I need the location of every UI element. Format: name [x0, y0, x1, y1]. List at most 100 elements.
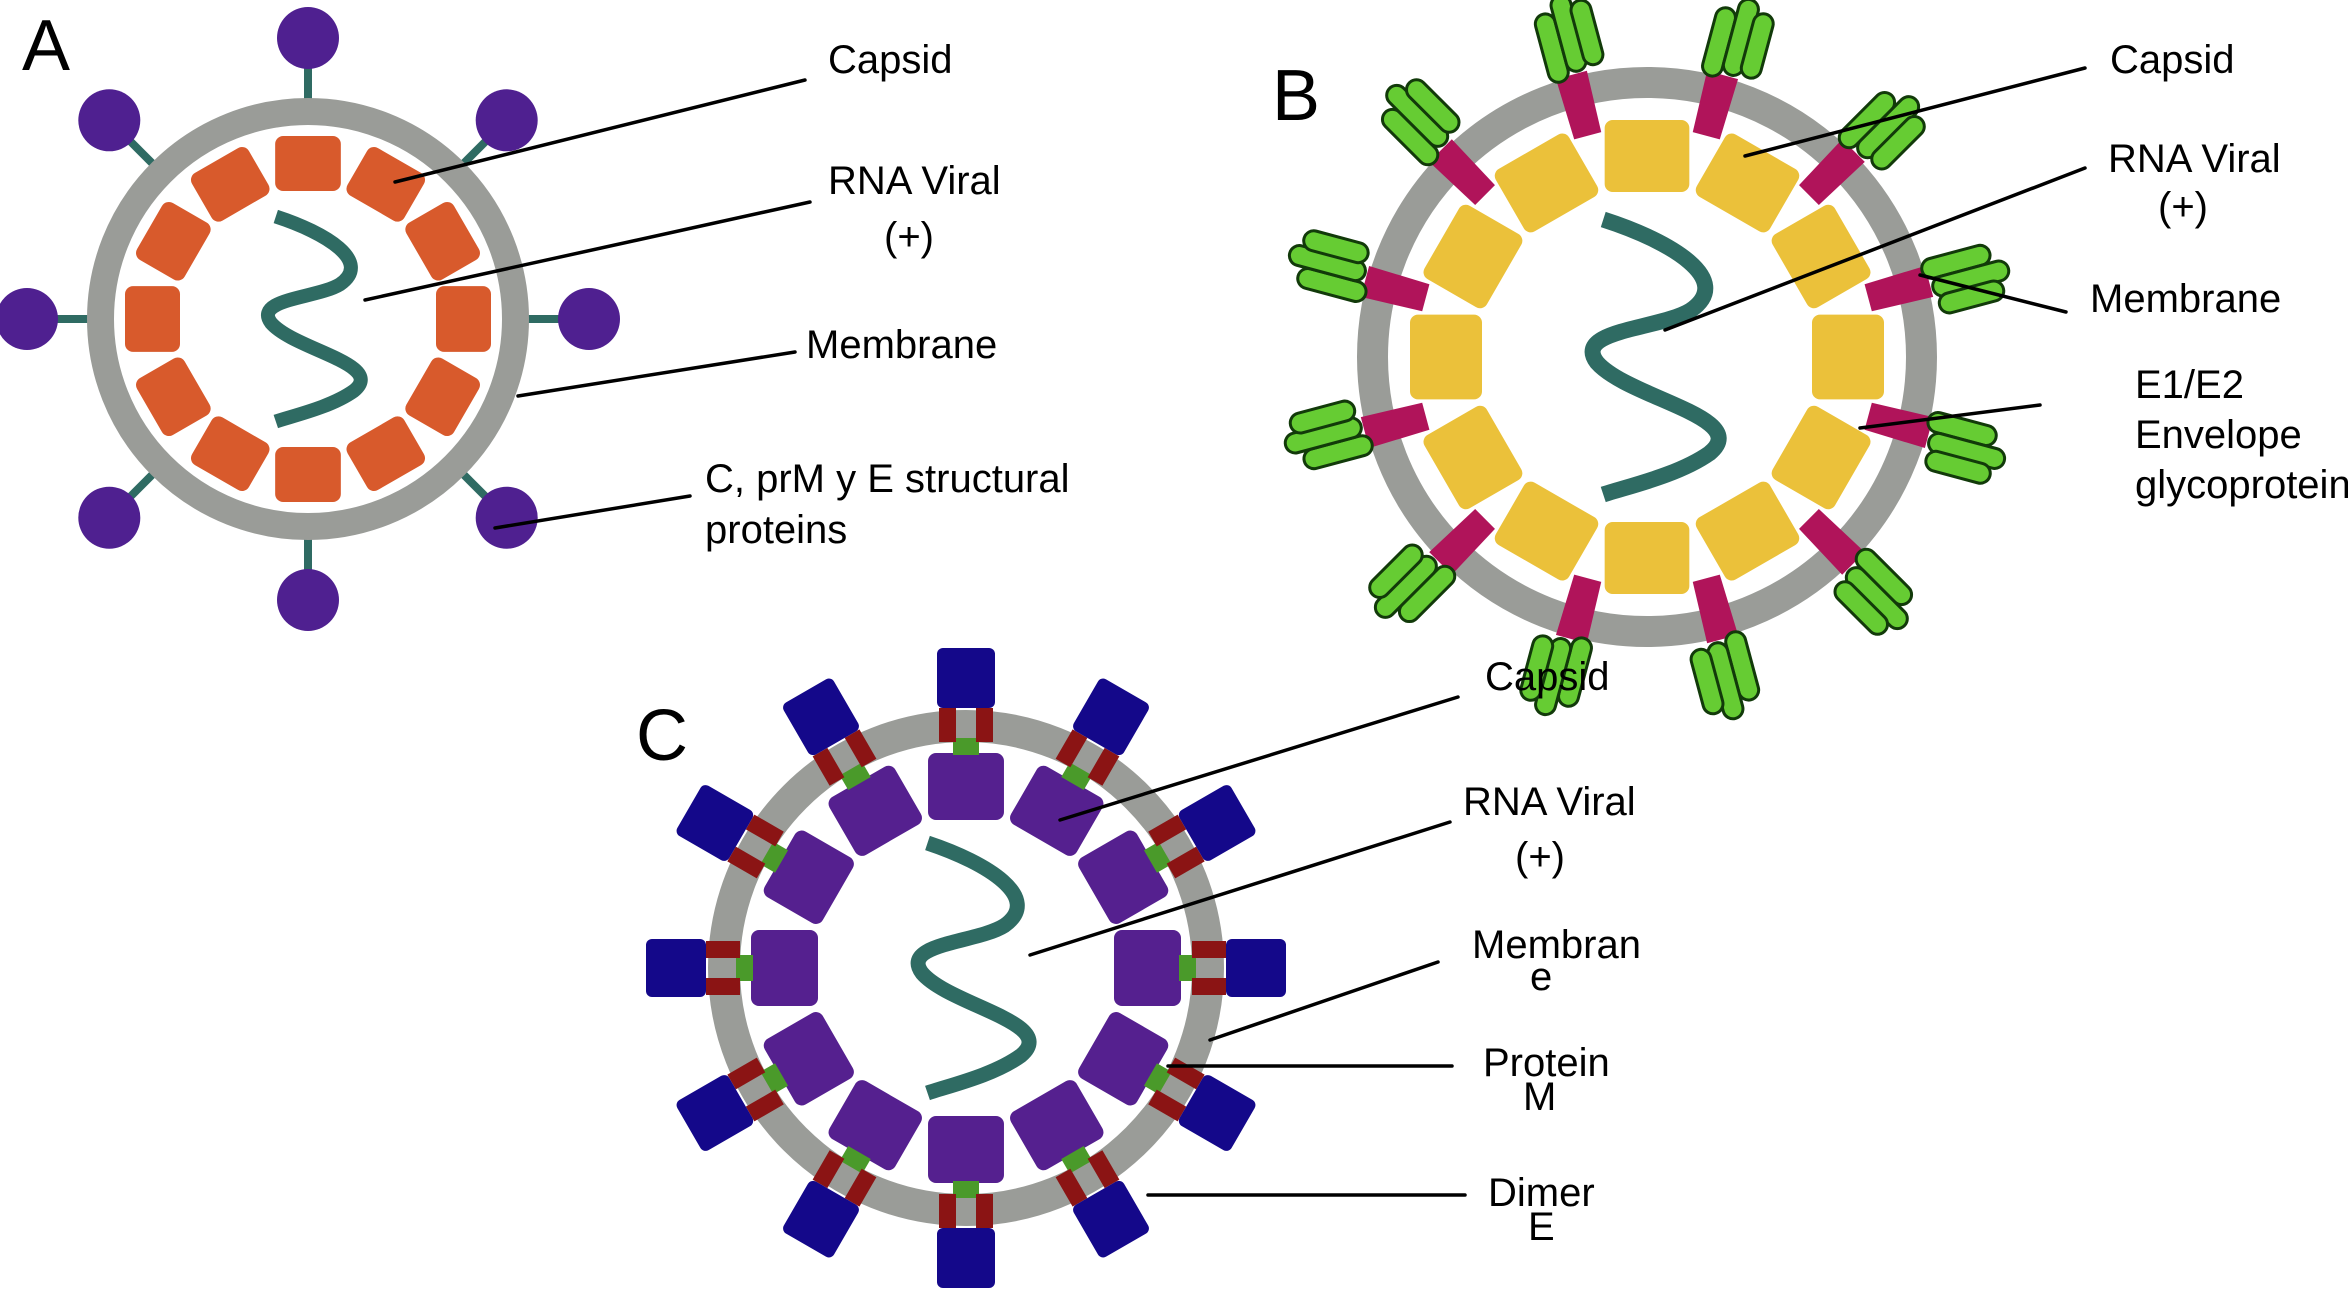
capsid-subunit	[1078, 830, 1169, 924]
e-dimer-unit	[1179, 939, 1286, 997]
protein-stem	[304, 538, 312, 580]
label-rna-c: RNA Viral	[1463, 780, 1636, 824]
glycoprotein-base	[1360, 402, 1430, 449]
protein-knob	[475, 486, 538, 549]
protein-m	[812, 1150, 845, 1189]
e1-e2-glycoprotein	[1519, 574, 1602, 717]
linker	[953, 738, 979, 755]
capsid-subunit	[190, 147, 270, 222]
capsid-subunit	[1410, 314, 1482, 400]
capsid-subunit	[125, 286, 180, 352]
protein-stem	[304, 58, 312, 100]
glycoprotein-capsule	[1833, 580, 1890, 636]
capsid-subunit	[1010, 765, 1104, 856]
callout-protein-m-c: Protein M	[1166, 1041, 1610, 1119]
protein-m	[939, 708, 956, 742]
e-dimer-block	[783, 678, 859, 756]
surface-protein	[78, 89, 156, 167]
label-rna-sign-c: (+)	[1515, 835, 1565, 879]
glycoprotein-capsule	[1519, 634, 1555, 702]
membrane	[708, 710, 1224, 1226]
capsid-subunit	[1423, 204, 1523, 309]
panel-letter-b: B	[1272, 56, 1320, 136]
surface-protein	[78, 471, 156, 549]
label-membrane-c: Membran	[1472, 923, 1641, 967]
glycoprotein-base	[1799, 509, 1865, 575]
callout-capsid-a: Capsid	[393, 38, 953, 184]
protein-m	[1192, 941, 1226, 958]
protein-knob	[475, 89, 538, 152]
capsid-subunit	[136, 201, 211, 281]
e-dimer-block	[1073, 678, 1149, 756]
callout-membrane-b: Membrane	[1918, 273, 2281, 321]
capsid-subunit	[1695, 481, 1800, 581]
capsid-subunit	[1771, 405, 1871, 510]
glycoprotein-base	[1360, 265, 1430, 312]
leader-line-membrane-b	[1918, 273, 2068, 314]
e1-e2-glycoprotein	[1864, 243, 2011, 315]
e-dimer-unit	[783, 678, 877, 791]
panel-c: C Capsid RNA Viral (+) Membran e Protein…	[636, 648, 1641, 1288]
capsid-subunit	[1604, 120, 1690, 192]
membrane	[87, 98, 529, 540]
capsid-subunit	[763, 1012, 854, 1106]
leader-line-rna-b	[1663, 166, 2087, 332]
capsid-subunit	[1010, 1080, 1104, 1171]
callout-rna-a: RNA Viral (+)	[363, 159, 1001, 302]
capsid-subunit	[346, 147, 426, 222]
protein-m	[812, 747, 845, 786]
e-dimer-unit	[1143, 785, 1256, 879]
e-dimer-block	[676, 1075, 754, 1151]
protein-m	[1055, 729, 1088, 768]
e1-e2-glycoprotein	[1864, 402, 2007, 485]
capsid-subunit	[763, 830, 854, 924]
leader-line-membrane-c	[1208, 960, 1440, 1042]
surface-protein	[460, 89, 538, 167]
virion-c	[646, 648, 1286, 1288]
label-glycoprotein-b-line3: glycoprotein	[2135, 463, 2348, 507]
linker	[839, 1145, 871, 1174]
protein-m	[1192, 978, 1226, 995]
protein-m	[976, 708, 993, 742]
protein-knob	[78, 89, 141, 152]
surface-protein	[277, 7, 339, 100]
e-dimer-unit	[1055, 1145, 1149, 1258]
capsid-subunit	[136, 357, 211, 437]
linker	[1061, 762, 1093, 791]
glycoprotein-capsule	[1924, 449, 1992, 485]
e-dimer-unit	[937, 648, 995, 755]
callout-membrane-a: Membrane	[516, 323, 997, 398]
label-structural-proteins-a-line2: proteins	[705, 508, 847, 552]
protein-knob	[277, 7, 339, 69]
linker	[953, 1181, 979, 1198]
rna-strand	[910, 835, 1037, 1101]
e-dimer-unit	[783, 1145, 877, 1258]
callout-capsid-b: Capsid	[1743, 38, 2235, 158]
e-dimer-unit	[676, 1057, 789, 1151]
e-dimer-unit	[646, 939, 753, 997]
e-dimer-unit	[676, 785, 789, 879]
callout-membrane-c: Membran e	[1208, 923, 1641, 1042]
e1-e2-glycoprotein	[1533, 0, 1605, 140]
protein-knob	[277, 569, 339, 631]
protein-m	[1148, 814, 1187, 847]
leader-line-rna-a	[363, 200, 812, 302]
capsid-subunit	[1494, 133, 1599, 233]
e-dimer-block	[1178, 1075, 1256, 1151]
capsid-subunit	[928, 753, 1004, 820]
leader-line-rna-c	[1028, 820, 1452, 957]
glycoprotein-base	[1692, 70, 1739, 140]
e1-e2-glycoprotein	[1692, 0, 1775, 140]
e-dimer-block	[783, 1180, 859, 1258]
glycoprotein-capsule	[1739, 12, 1775, 80]
virion-b	[1283, 0, 2011, 721]
e-dimer-block	[646, 939, 706, 997]
e-dimer-block	[1073, 1180, 1149, 1258]
label-dimer-e-c-line2: E	[1528, 1205, 1555, 1249]
callout-capsid-c: Capsid	[1058, 655, 1610, 822]
label-rna-a: RNA Viral	[828, 159, 1001, 203]
glycoprotein-base	[1555, 70, 1602, 140]
leader-line-capsid-c	[1058, 695, 1460, 822]
protein-m	[727, 846, 766, 879]
